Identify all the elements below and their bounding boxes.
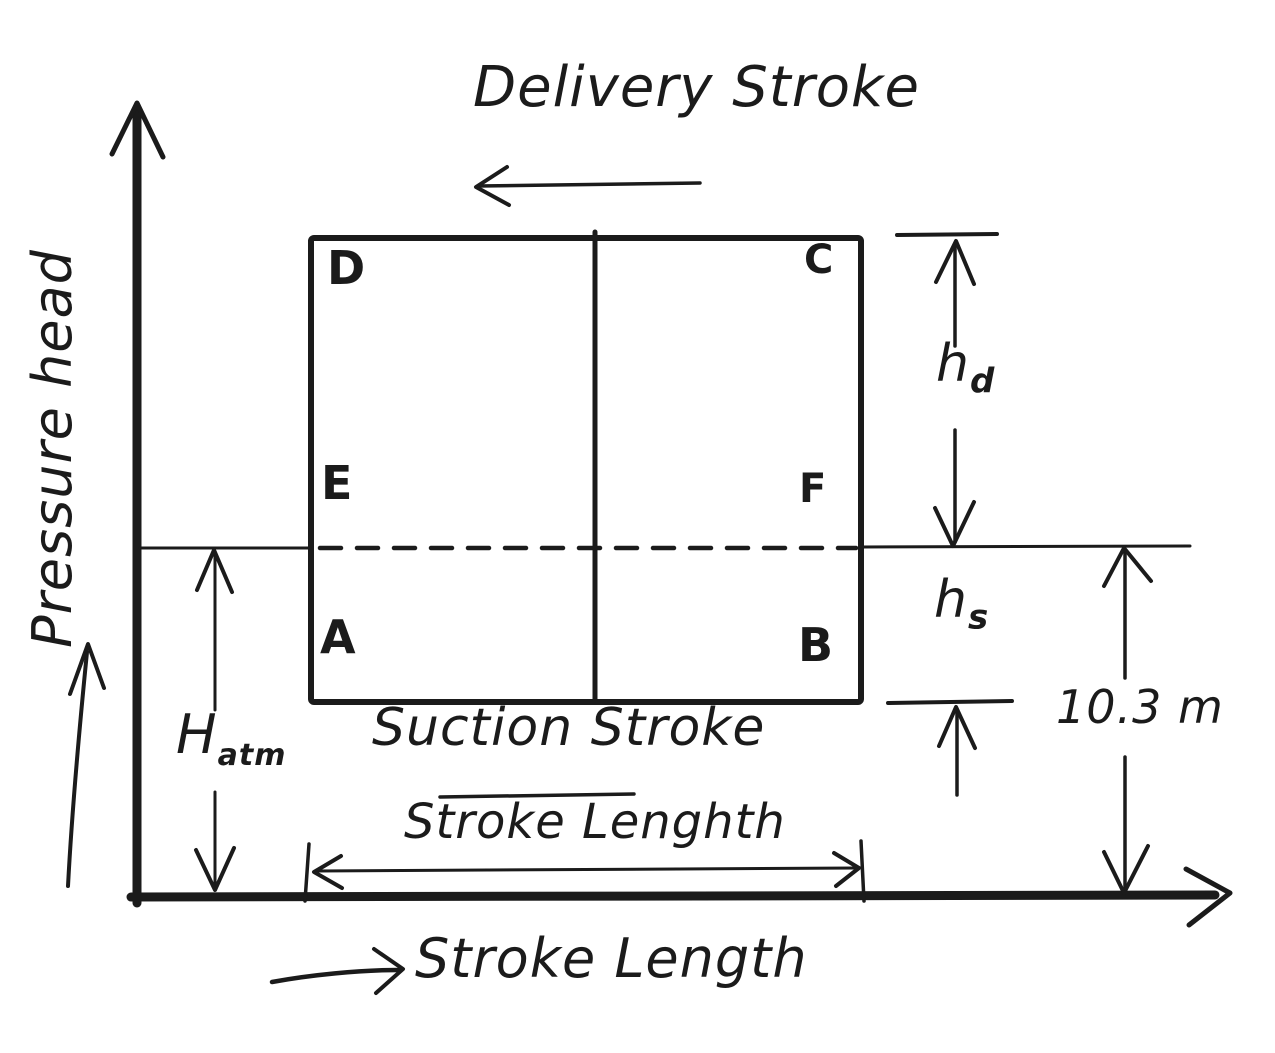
vapour-limit-value: 10.3 m [1056,680,1224,734]
delivery-stroke-arrow-shaft [476,181,702,188]
point-e-label: E [321,456,353,510]
stroke-length-left-arrowhead-icon [312,854,344,890]
stroke-length-dim-shaft [314,866,859,873]
stroke-length-dim-label: Stroke Lenghth [404,794,786,850]
vapour-limit-up-arrowhead-icon [1102,546,1153,588]
x-label-arrowhead-icon [372,947,405,995]
delivery-top-tick [895,232,999,237]
suction-bottom-tick [886,699,1014,705]
suction-stroke-label: Suction Stroke [372,698,766,758]
delivery-stroke-label: Delivery Stroke [473,55,920,120]
suction-head-up-arrowhead-icon [937,705,977,750]
x-axis-line [126,890,1220,902]
stroke-length-left-end-tick [303,842,311,903]
point-b-label: B [798,618,834,672]
y-axis-label: Pressure head [21,249,84,648]
stroke-length-right-arrowhead-icon [832,851,861,888]
delivery-head-up-arrowhead-icon [934,239,976,286]
delivery-head-down-arrowhead-icon [933,500,976,548]
point-d-label: D [327,241,366,295]
delivery-head-label: hd [936,338,995,398]
x-axis-label: Stroke Length [415,927,808,990]
atm-head-sub: atm [217,737,287,773]
x-label-arrow-shaft [269,967,401,985]
pressure-head-arrowhead-icon [68,642,106,696]
suction-head-label: hs [934,574,989,634]
point-f-label: F [799,466,827,512]
atmospheric-line-right [859,544,1192,549]
point-c-label: C [804,237,834,283]
atm-head-up-arrowhead-icon [195,548,234,594]
indicator-card-rectangle [308,235,864,705]
atm-head-base: H [176,703,218,766]
suction-head-base: h [934,570,968,630]
y-axis-arrowhead-icon [109,100,166,160]
delivery-head-sub: d [969,361,996,402]
vapour-limit-down-arrowhead-icon [1102,844,1150,895]
suction-stroke-underline [438,792,636,799]
pressure-head-arrow-shaft [66,650,89,888]
atm-head-down-arrowhead-icon [194,846,236,892]
delivery-head-base: h [936,334,970,394]
suction-head-sub: s [967,597,990,638]
point-a-label: A [320,610,356,664]
delivery-stroke-left-arrowhead-icon [474,165,511,207]
atm-head-label: Hatm [176,708,286,771]
stroke-length-right-end-tick [859,839,866,903]
x-axis-arrowhead-icon [1183,866,1233,928]
